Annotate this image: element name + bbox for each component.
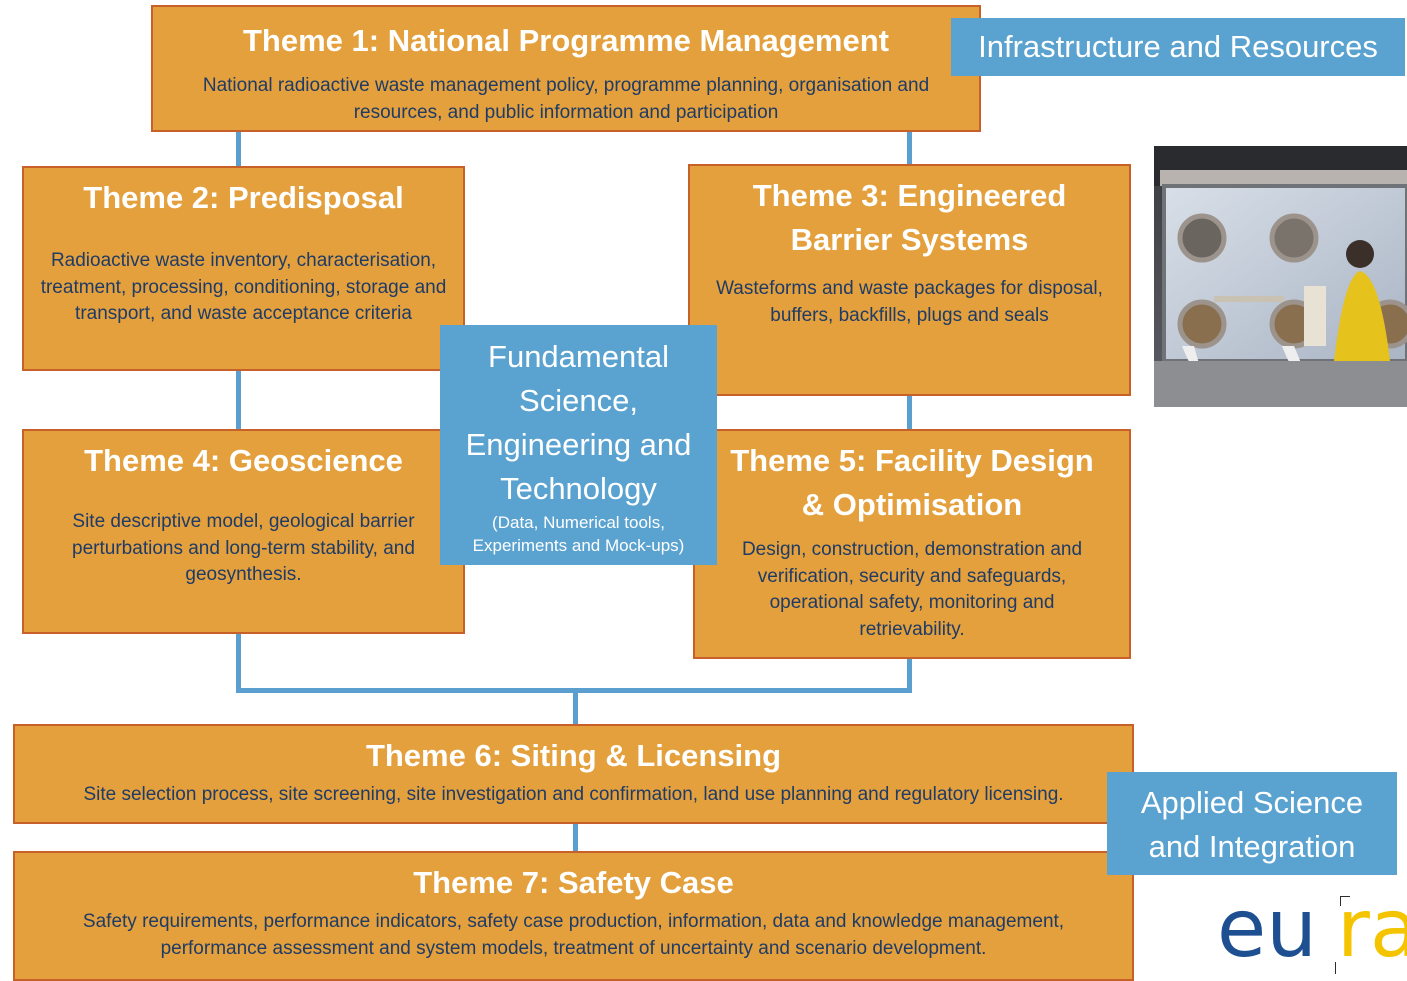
infrastructure-resources-text: Infrastructure and Resources xyxy=(978,29,1378,64)
theme-3-title-line1: Theme 3: Engineered xyxy=(752,178,1067,213)
eurad-logo: eu ra xyxy=(1203,892,1407,974)
connector-t4-down xyxy=(236,633,241,693)
glovebox-illustration xyxy=(1154,146,1407,407)
logo-tick-mark xyxy=(1335,962,1336,974)
theme-7-description: Safety requirements, performance indicat… xyxy=(82,911,1065,959)
connector-t3-t5 xyxy=(907,395,912,430)
logo-text-yellow: ra xyxy=(1337,892,1407,974)
connector-to-t6 xyxy=(573,690,578,726)
fundamental-science-box: Fundamental Science, Engineering and Tec… xyxy=(440,325,717,565)
theme-6-box: Theme 6: Siting & Licensing Site selecti… xyxy=(13,724,1134,824)
theme-5-box: Theme 5: Facility Design & Optimisation … xyxy=(693,429,1131,659)
theme-4-description: Site descriptive model, geological barri… xyxy=(72,511,415,585)
theme-2-box: Theme 2: Predisposal Radioactive waste i… xyxy=(22,166,465,371)
theme-3-title-line2: Barrier Systems xyxy=(790,222,1029,257)
infrastructure-resources-label: Infrastructure and Resources xyxy=(951,18,1405,76)
theme-5-title-line2: & Optimisation xyxy=(801,487,1023,522)
connector-t6-t7 xyxy=(573,822,578,852)
theme-6-description: Site selection process, site screening, … xyxy=(83,784,1064,805)
theme-3-box: Theme 3: Engineered Barrier Systems Wast… xyxy=(688,164,1131,396)
theme-1-box: Theme 1: National Programme Management N… xyxy=(151,5,981,132)
theme-7-title: Theme 7: Safety Case xyxy=(413,865,734,900)
theme-7-box: Theme 7: Safety Case Safety requirements… xyxy=(13,851,1134,981)
theme-5-description: Design, construction, demonstration and … xyxy=(741,539,1083,640)
theme-6-title: Theme 6: Siting & Licensing xyxy=(365,738,782,773)
logo-text-blue: eu xyxy=(1217,892,1317,974)
laboratory-photo xyxy=(1154,146,1407,407)
applied-science-text: Applied Science and Integration xyxy=(1140,785,1364,864)
theme-4-box: Theme 4: Geoscience Site descriptive mod… xyxy=(22,429,465,634)
fundamental-science-title: Fundamental Science, Engineering and Tec… xyxy=(465,339,692,506)
connector-t1-t2 xyxy=(236,131,241,168)
connector-t2-t4 xyxy=(236,370,241,430)
connector-t1-t3 xyxy=(907,131,912,166)
theme-5-title-line1: Theme 5: Facility Design xyxy=(730,443,1094,478)
theme-1-title: Theme 1: National Programme Management xyxy=(243,23,889,58)
theme-2-description: Radioactive waste inventory, characteris… xyxy=(40,250,447,324)
logo-corner-mark xyxy=(1340,896,1350,906)
theme-4-title: Theme 4: Geoscience xyxy=(84,443,403,478)
theme-3-description: Wasteforms and waste packages for dispos… xyxy=(716,278,1103,326)
theme-1-description: National radioactive waste management po… xyxy=(202,75,930,123)
connector-t5-down xyxy=(907,658,912,693)
fundamental-science-subtitle: (Data, Numerical tools, Experiments and … xyxy=(472,513,685,555)
applied-science-label: Applied Science and Integration xyxy=(1107,772,1397,875)
theme-2-title: Theme 2: Predisposal xyxy=(83,180,404,215)
